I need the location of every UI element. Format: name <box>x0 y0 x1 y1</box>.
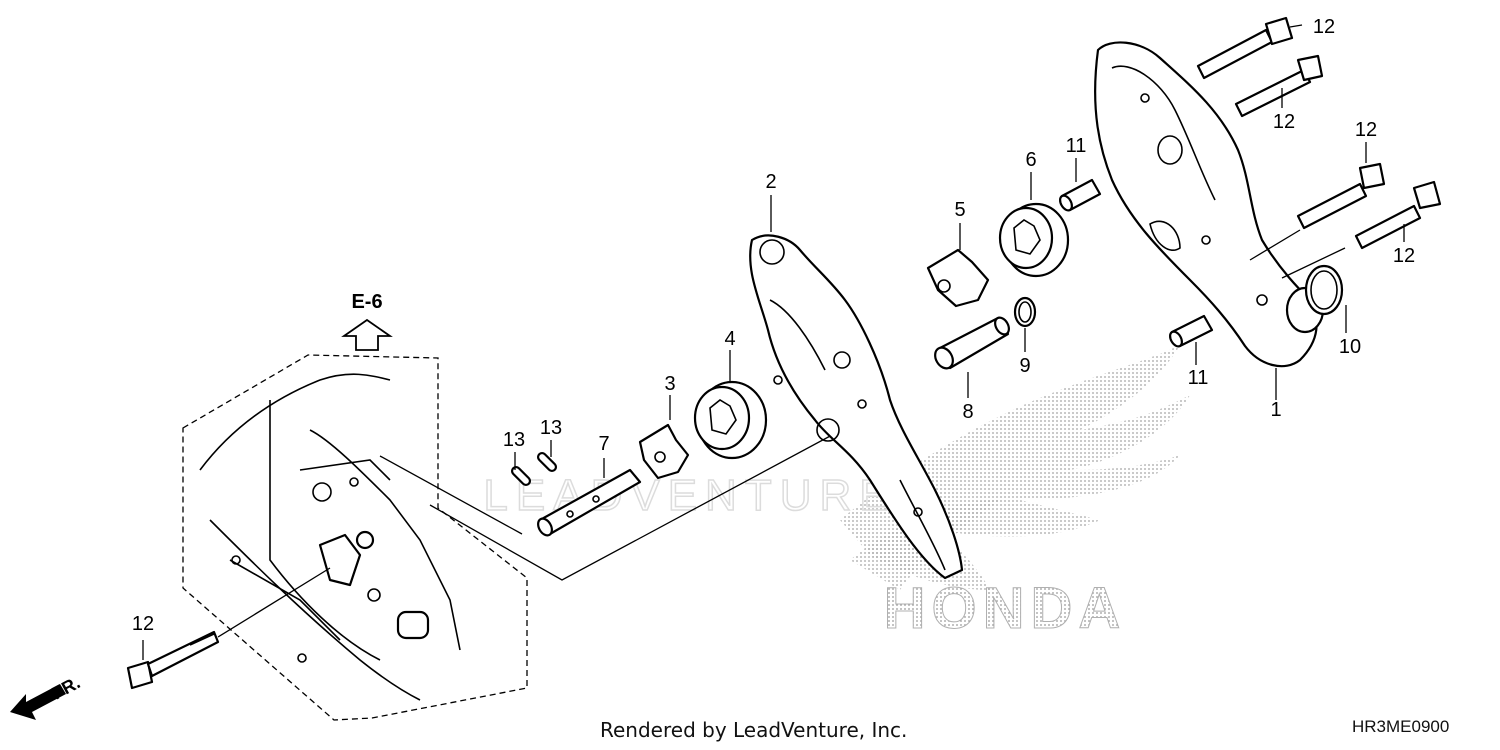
flange-bolt-right-1 <box>1296 142 1386 230</box>
callout-12-left: 12 <box>132 613 154 635</box>
credit-text: Rendered by LeadVenture, Inc. <box>600 718 908 742</box>
outer-rotor-4 <box>693 350 768 460</box>
callout-1: 1 <box>1270 399 1281 421</box>
honda-watermark-text: HONDA <box>884 576 1127 641</box>
assembly-guide-line <box>429 419 861 581</box>
callout-13-right: 13 <box>540 417 562 439</box>
o-ring-10 <box>1304 264 1347 333</box>
callout-4: 4 <box>724 328 735 350</box>
flange-bolt-left <box>126 567 331 690</box>
dowel-pin-11-lower <box>1169 314 1214 365</box>
callout-13-left: 13 <box>503 429 525 451</box>
pump-body-2 <box>749 195 964 580</box>
callout-10: 10 <box>1339 336 1361 358</box>
reference-arrow-up <box>341 318 393 351</box>
pump-cover-1 <box>1094 41 1346 400</box>
callout-2: 2 <box>765 171 776 193</box>
diagram-code: HR3ME0900 <box>1352 717 1450 736</box>
relief-valve-8 <box>934 316 1010 398</box>
callout-6: 6 <box>1025 149 1036 171</box>
pump-shaft-7 <box>537 458 642 537</box>
inner-rotor-3 <box>638 395 690 480</box>
engine-case-inset <box>182 354 528 721</box>
dowel-pins-13 <box>510 440 558 487</box>
callout-9: 9 <box>1019 355 1030 377</box>
callout-12-right-lower: 12 <box>1393 245 1415 267</box>
front-direction-arrow <box>10 684 66 720</box>
callout-7: 7 <box>598 433 609 455</box>
callout-11-lower: 11 <box>1188 367 1209 389</box>
outer-rotor-6 <box>998 172 1070 278</box>
reference-label: E-6 <box>351 291 382 313</box>
callout-11-upper: 11 <box>1066 135 1087 157</box>
shaft-guide-line <box>379 455 523 535</box>
flange-bolt-right-2 <box>1354 180 1442 250</box>
callout-12-right-upper: 12 <box>1355 119 1377 141</box>
o-ring-9 <box>1013 296 1037 352</box>
callout-12-second: 12 <box>1273 111 1295 133</box>
callout-8: 8 <box>962 401 973 423</box>
dealer-watermark-text: LEADVENTURE <box>483 471 896 520</box>
callout-3: 3 <box>664 373 675 395</box>
dowel-pin-11-upper <box>1059 158 1102 212</box>
callout-5: 5 <box>954 199 965 221</box>
inner-rotor-5 <box>926 223 990 308</box>
flange-bolt-top-1 <box>1196 16 1303 80</box>
callout-12-top: 12 <box>1313 16 1335 38</box>
flange-bolt-top-2 <box>1234 54 1324 118</box>
